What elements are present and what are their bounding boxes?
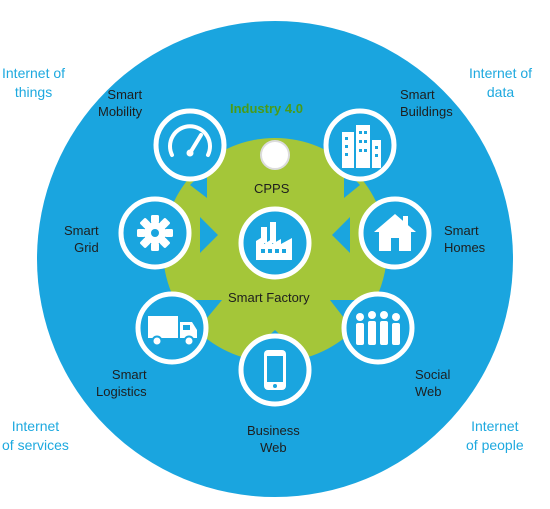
gear-hole — [151, 229, 159, 237]
people-icon — [356, 311, 400, 345]
center-label: Smart Factory — [228, 290, 310, 305]
house-icon — [374, 214, 416, 251]
factory-icon — [256, 222, 292, 260]
node-smart-grid — [118, 196, 192, 270]
speedometer-icon — [168, 124, 212, 157]
label-smart-grid: Smart Grid — [64, 223, 99, 255]
gear-knob — [260, 140, 290, 170]
node-smart-buildings — [323, 108, 397, 182]
node-business-web — [238, 333, 312, 407]
smartphone-icon — [264, 350, 286, 390]
gear-tooth — [137, 229, 145, 237]
cpps-label: CPPS — [254, 181, 290, 196]
gear-tooth — [165, 229, 173, 237]
center-node — [238, 206, 312, 280]
gear-icon — [137, 215, 173, 251]
gear-tooth-left — [200, 217, 218, 253]
gear-tooth — [151, 243, 159, 251]
corner-internet-of-people: Internet of people — [466, 418, 524, 453]
gear-tooth — [140, 218, 151, 229]
truck-icon — [148, 316, 197, 347]
gear-tooth-right — [332, 217, 350, 253]
node-smart-homes — [358, 196, 432, 270]
gear-tooth — [159, 218, 170, 229]
gear-tooth — [140, 237, 151, 248]
buildings-icon — [342, 125, 381, 168]
node-social-web — [341, 291, 415, 365]
node-smart-logistics — [135, 291, 209, 365]
label-smart-mobility: Smart Mobility — [98, 87, 143, 119]
label-smart-logistics: Smart Logistics — [96, 367, 147, 399]
label-business-web: Business Web — [247, 423, 300, 455]
corner-internet-of-things: Internet of things — [2, 65, 66, 100]
gear-tooth — [159, 237, 170, 248]
corner-internet-of-data: Internet of data — [469, 65, 533, 100]
label-smart-homes: Smart Homes — [444, 223, 486, 255]
node-smart-mobility — [153, 108, 227, 182]
gear-tooth — [151, 215, 159, 223]
label-social-web: Social Web — [415, 367, 451, 399]
label-smart-buildings: Smart Buildings — [400, 87, 453, 119]
industry-title: Industry 4.0 — [230, 101, 303, 116]
corner-internet-of-services: Internet of services — [2, 418, 69, 453]
